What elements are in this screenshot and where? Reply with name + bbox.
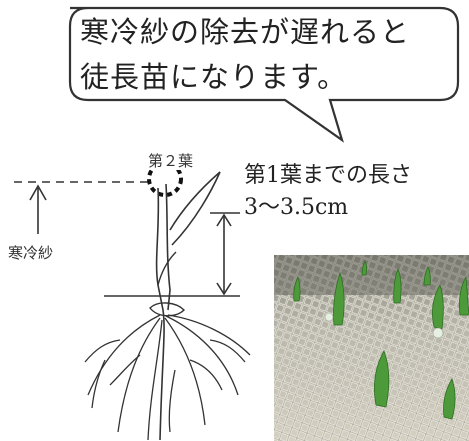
measurement-text: 第1葉までの長さ 3～3.5cm [244,160,412,224]
photo-illustration [274,255,469,441]
measure-arrow-bottom [216,282,232,296]
seed [149,302,185,317]
leaf-tip-dotted-circle [147,170,183,197]
measurement-line-1: 第1葉までの長さ [244,163,412,188]
roots [84,314,251,441]
first-leaf [157,251,177,286]
second-leaf [169,171,221,246]
callout-text: 寒冷紗の除去が遅れると 徒長苗になります。 [80,10,440,100]
leaf2-label: 第２葉 [148,152,194,170]
seedlings [293,260,469,420]
stem [155,187,165,441]
cloth-label: 寒冷紗 [8,244,54,262]
seedling-photo [274,255,469,441]
callout-line-2: 徒長苗になります。 [80,60,348,94]
cloth-arrow-head [29,184,47,201]
callout-line-1: 寒冷紗の除去が遅れると [80,15,411,49]
measurement-line-2: 3～3.5cm [244,195,349,220]
speech-bubble [68,6,460,143]
measure-arrow-top [216,213,232,227]
stem-right-edge [165,183,171,311]
water-droplet [324,312,334,322]
seedling-diagram [14,170,251,441]
